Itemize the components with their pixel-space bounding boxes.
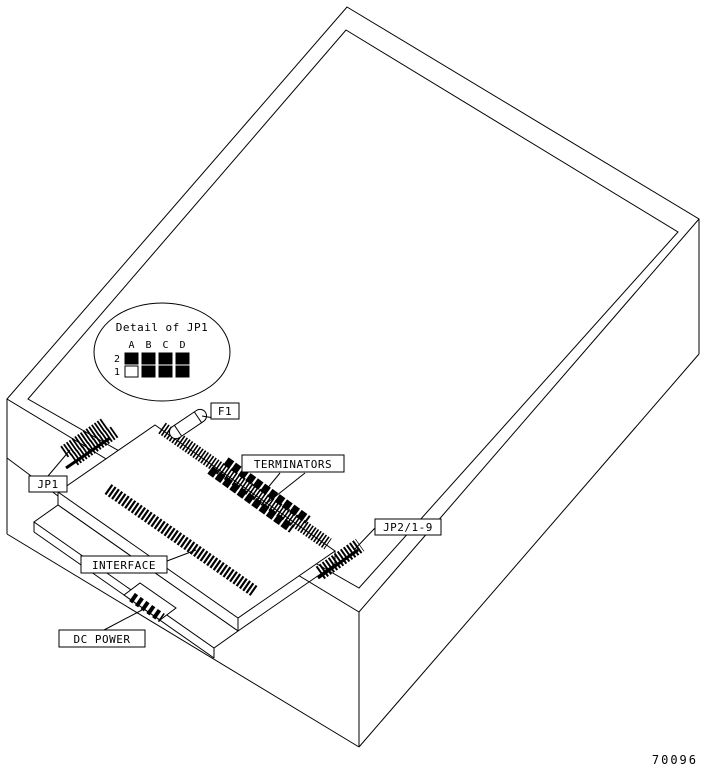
detail-column-c: C: [162, 340, 168, 351]
detail-column-b: B: [145, 340, 151, 351]
jumper-cell-1b: [141, 365, 156, 378]
chassis-bottom-left-edge: [6, 533, 360, 748]
jumper-cell-2b: [141, 352, 156, 365]
jp1-label-text: JP1: [37, 478, 58, 491]
interface-label: INTERFACE: [80, 555, 168, 574]
interface-label-text: INTERFACE: [92, 559, 156, 572]
dc-power-pins: [129, 592, 165, 623]
terminators-label-text: TERMINATORS: [254, 458, 332, 471]
terminator-strip-lower: [207, 466, 295, 533]
fuse-cap-left: [174, 425, 183, 437]
jp2-label: JP2/1-9: [374, 518, 442, 536]
figure-number: 70096: [652, 753, 698, 767]
jp2-label-box: [374, 518, 442, 536]
f1-label-box: [210, 402, 240, 420]
jumper-cell-1a: [124, 365, 139, 378]
leader-lines: [47, 415, 376, 631]
jp1-leader: [47, 449, 71, 477]
jumper-cell-1c: [158, 365, 173, 378]
jumper-cell-2d: [175, 352, 190, 365]
jp1-label: JP1: [28, 475, 68, 493]
jp1-jumper-row-1: [60, 417, 110, 458]
f1-fuse: [168, 408, 208, 440]
dc-power-label-box: [58, 629, 146, 648]
interface-connector: [104, 484, 258, 596]
dc-power-label: DC POWER: [58, 629, 146, 648]
jumper-cell-2a: [124, 352, 139, 365]
detail-row-1: 1: [114, 367, 120, 378]
jumper-cell-2c: [158, 352, 173, 365]
interface-leader: [166, 549, 197, 562]
board-bottom-right: [237, 563, 336, 632]
jp2-label-text: JP2/1-9: [383, 521, 433, 534]
terminator-strip-upper: [223, 457, 311, 524]
jp1-base: [65, 436, 111, 470]
detail-ellipse: [93, 302, 231, 402]
jp1-label-box: [28, 475, 68, 493]
jp1-jumper-row-2: [70, 425, 120, 466]
f1-label-text: F1: [218, 405, 232, 418]
jp1-detail-callout: Detail of JP1 A B C D 2 1: [93, 302, 231, 402]
jumper-cell-1d: [175, 365, 190, 378]
jp2-base: [317, 548, 359, 580]
dc-power-label-text: DC POWER: [74, 633, 131, 646]
f1-label: F1: [210, 402, 240, 420]
jp2-jumper-block: [315, 538, 365, 580]
dc-power-leader: [103, 609, 143, 631]
label-boxes: F1 TERMINATORS JP1 JP2/1-9 INTERFACE DC …: [28, 402, 442, 648]
interface-label-box: [80, 555, 168, 574]
terminators-leader-1: [265, 472, 281, 491]
detail-column-d: D: [179, 340, 185, 351]
terminators-label: TERMINATORS: [241, 454, 345, 473]
terminators-leader-2: [261, 472, 306, 508]
chassis-inner-lip: [27, 29, 679, 589]
fuse-cap-right: [193, 411, 202, 423]
jp2-leader: [354, 527, 376, 550]
terminators-label-box: [241, 454, 345, 473]
detail-column-a: A: [128, 340, 134, 351]
chassis-bottom-right-edge: [358, 353, 700, 748]
drive-assembly: [33, 408, 365, 659]
detail-title: Detail of JP1: [116, 321, 209, 334]
detail-row-2: 2: [114, 354, 120, 365]
